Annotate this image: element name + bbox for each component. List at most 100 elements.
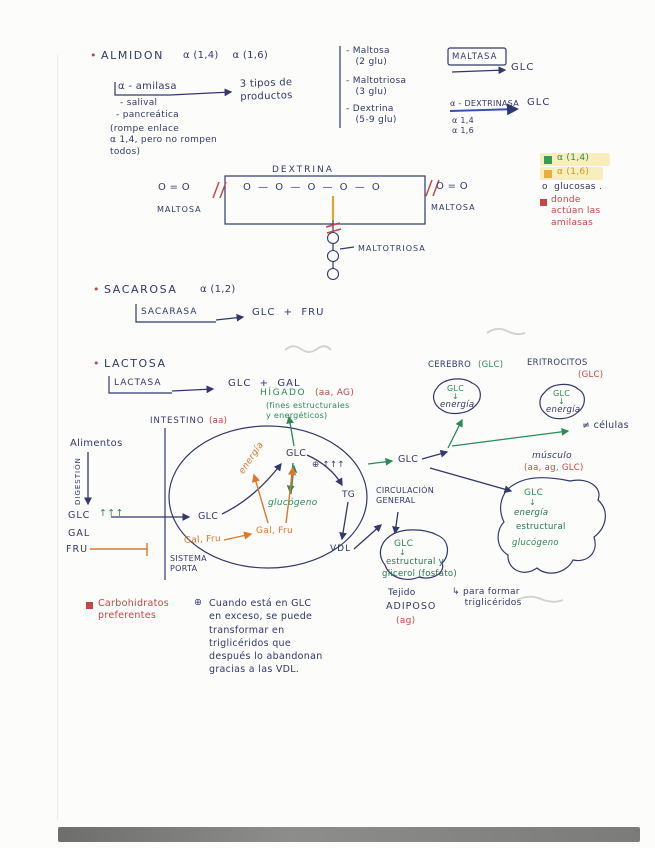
lactosa-bullet: • <box>93 357 100 370</box>
glc-nodo: GLC <box>198 511 219 522</box>
producto-maltotriosa: - Maltotriosa (3 glu) <box>346 76 407 98</box>
cerebro-blob-glc: GLC <box>447 384 465 393</box>
nota-texto: Cuando está en GLC en exceso, se puede t… <box>209 598 323 676</box>
adiposo-glc: GLC <box>394 539 414 549</box>
glucogeno-label: glucógeno <box>268 498 318 508</box>
galfru-porta: Gal, Fru <box>183 534 222 546</box>
maltosa-left-label: MALTOSA <box>157 205 202 214</box>
dextrinasa-arrow <box>449 103 519 116</box>
legend-a14: α (1,4) <box>557 153 590 163</box>
para-formar: ↳ para formar triglicéridos <box>452 587 522 609</box>
sacarosa-productos: GLC + FRU <box>252 307 325 318</box>
maltasa-label: MALTASA <box>452 52 498 62</box>
sacarosa-alpha: α (1,2) <box>200 284 236 295</box>
preferentes-swatch-icon <box>86 602 93 609</box>
adiposo-label: ADIPOSO <box>386 601 437 612</box>
musculo-arrow-icon: ↓ <box>529 498 537 507</box>
nota-marker: ⊕ <box>194 597 203 608</box>
lactosa-title: LACTOSA <box>104 357 167 370</box>
cerebro-label: CEREBRO <box>428 360 472 370</box>
amilasa-salival: - salival <box>120 98 158 108</box>
cerebro-blob-arrow-icon: ↓ <box>452 392 460 401</box>
higado-label: HÍGADO <box>260 388 307 398</box>
intestino-sub: (aa) <box>209 416 228 426</box>
maltosa-right-label: MALTOSA <box>431 203 476 212</box>
gal-label: GAL <box>68 528 91 539</box>
eritrocitos-label: ERITROCITOS <box>527 358 588 368</box>
musculo-energia: energía <box>514 508 549 518</box>
eritrocitos-glc: (GLC) <box>578 370 604 380</box>
musculo-glc: GLC <box>524 488 544 498</box>
preferentes-label: Carbohidratos preferentes <box>98 598 170 621</box>
producto-dextrina: - Dextrina (5-9 glu) <box>346 104 397 126</box>
legend-highlight-2 <box>540 167 603 180</box>
lactosa-productos: GLC + GAL <box>228 378 301 389</box>
legend-amilasas: donde actúan las amilasas <box>551 195 601 228</box>
glc-circulacion: GLC <box>398 454 419 465</box>
almidon-alphas: α (1,4) α (1,6) <box>183 50 269 61</box>
navy-strokes <box>108 46 606 580</box>
lactasa-label: LACTASA <box>114 378 162 388</box>
green-arrows <box>286 415 570 495</box>
page-edge-shadow <box>57 55 58 820</box>
eritrocitos-blob-energia: energía <box>546 405 581 415</box>
sacarasa-label: SACARASA <box>141 307 198 317</box>
galfru-higado: Gal, Fru <box>256 526 294 536</box>
sacarosa-title: SACAROSA <box>104 283 178 296</box>
fru-label: FRU <box>66 544 89 555</box>
glc-flechas: ↑↑↑ <box>99 508 124 519</box>
vdl-label: VDL <box>330 544 352 554</box>
maltotriosa-label: MALTOTRIOSA <box>358 244 426 253</box>
glucose-circles <box>326 231 340 281</box>
orange-arrows <box>90 466 297 556</box>
higado-sub: (aa, AG) <box>315 388 355 398</box>
cerebro-glc: (GLC) <box>478 360 504 370</box>
tg-label: TG <box>342 490 356 500</box>
amilasa-pancreatica: - pancreática <box>116 110 179 120</box>
dextrinasa-label: α - DEXTRINASA <box>450 99 519 108</box>
musculo-label: músculo <box>532 451 572 461</box>
glc-entrada: GLC <box>68 510 91 521</box>
sistema-porta: SISTEMA PORTA <box>170 554 207 573</box>
glc-higado: GLC <box>286 448 307 459</box>
legend-swatch-a14-icon <box>544 156 552 164</box>
musculo-glucogeno: glucógeno <box>512 538 559 548</box>
legend-highlight-1 <box>540 153 610 166</box>
eritrocitos-blob-arrow-icon: ↓ <box>558 397 566 406</box>
navy-arrows <box>84 66 513 550</box>
dextrinasa-sub: α 1,4 α 1,6 <box>452 116 475 135</box>
producto-maltosa: - Maltosa (2 glu) <box>346 46 390 68</box>
adiposo-estructural: estructural y <box>386 557 444 567</box>
higado-fines: (fines estructurales y energéticos) <box>266 401 350 420</box>
exceso-marker: ⊕ ↑↑↑ <box>312 460 345 470</box>
legend-swatch-amilasas-icon <box>540 199 547 206</box>
adiposo-glicerol: glicerol (fosfato) <box>382 569 457 579</box>
dextrina-title: DEXTRINA <box>272 165 334 175</box>
adiposo-sub: (ag) <box>396 616 416 626</box>
sacarosa-bullet: • <box>93 283 100 296</box>
chain-right: O = O <box>436 181 468 192</box>
circulacion-label: CIRCULACIÓN GENERAL <box>376 486 435 505</box>
legend-a16: α (1,6) <box>557 167 590 177</box>
eritrocitos-blob-glc: GLC <box>553 389 571 398</box>
desk-edge <box>58 827 640 842</box>
chain-left: O = O <box>158 182 190 193</box>
chain-box: O — O — O — O — O <box>243 182 382 193</box>
amilasa-nota: (rompe enlace α 1,4, pero no rompen todo… <box>110 124 218 157</box>
maltasa-glc: GLC <box>511 62 535 73</box>
celulas-label: ≠ células <box>582 420 629 431</box>
musculo-sub: (aa, ag, GLC) <box>524 463 584 473</box>
legend-glucosas: o glucosas . <box>542 182 603 192</box>
amilasa-label: α - amilasa <box>118 81 177 92</box>
musculo-estructural: estructural <box>516 522 566 532</box>
tres-tipos: 3 tipos de productos <box>239 77 293 103</box>
adiposo-arrow-icon: ↓ <box>399 548 407 557</box>
almidon-bullet: • <box>90 49 97 62</box>
dextrinasa-glc: GLC <box>527 97 551 108</box>
cerebro-blob-energia: energía <box>440 400 475 410</box>
legend-swatch-a16-icon <box>544 170 552 178</box>
tejido-label: Tejido <box>388 588 416 598</box>
digestion-label: DIGESTIÓN <box>74 457 82 505</box>
